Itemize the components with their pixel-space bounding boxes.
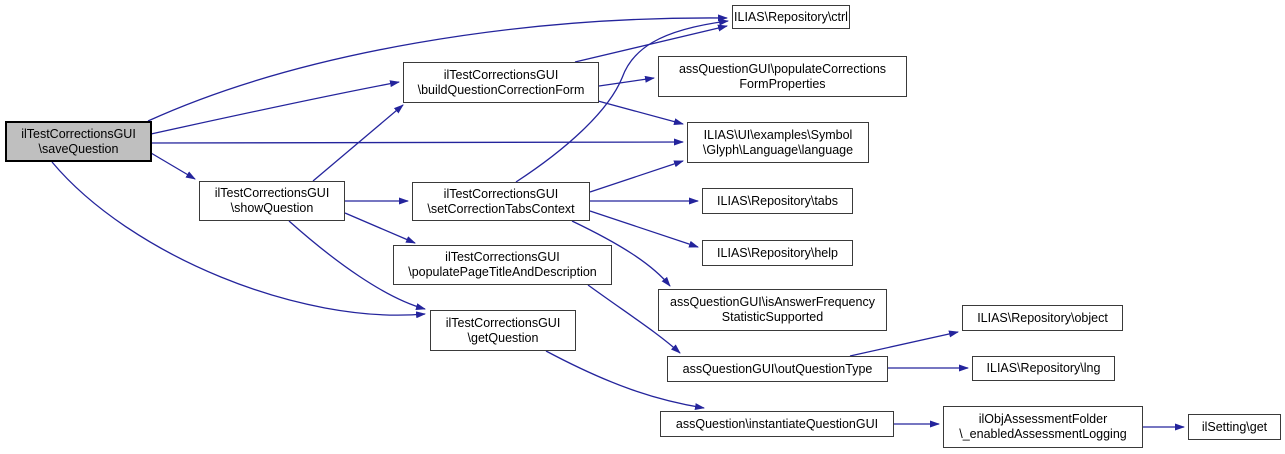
node-instantiate-question-gui[interactable]: assQuestion\instantiateQuestionGUI (660, 411, 894, 437)
edge-get-question-to-instantiate-question-gui (545, 350, 705, 411)
node-out-question-type[interactable]: assQuestionGUI\outQuestionType (667, 356, 888, 382)
edge-show-question-to-populate-page-title-and-description (344, 212, 416, 244)
edge-save-question-to-build-question-correction-form (150, 80, 400, 135)
node-set-correction-tabs-context[interactable]: ilTestCorrectionsGUI \setCorrectionTabsC… (412, 182, 590, 221)
node-repository-tabs[interactable]: ILIAS\Repository\tabs (702, 188, 853, 214)
edge-show-question-to-build-question-correction-form (312, 104, 404, 182)
node-repository-help[interactable]: ILIAS\Repository\help (702, 240, 853, 266)
edge-save-question-to-get-question (51, 161, 426, 319)
node-is-answer-frequency-statistic-supported[interactable]: assQuestionGUI\isAnswerFrequency Statist… (658, 289, 887, 331)
node-save-question: ilTestCorrectionsGUI \saveQuestion (5, 121, 152, 162)
edge-build-question-correction-form-to-populate-corrections-form-properties (598, 75, 655, 87)
edge-save-question-to-glyph-language (150, 138, 684, 146)
node-build-question-correction-form[interactable]: ilTestCorrectionsGUI \buildQuestionCorre… (403, 62, 599, 103)
edge-out-question-type-to-repository-object (849, 330, 959, 357)
edge-save-question-to-show-question (150, 152, 196, 180)
edge-set-correction-tabs-context-to-glyph-language (589, 160, 684, 193)
edge-set-correction-tabs-context-to-is-answer-frequency-statistic-supported (571, 220, 671, 287)
edge-build-question-correction-form-to-glyph-language (597, 100, 684, 126)
node-glyph-language[interactable]: ILIAS\UI\examples\Symbol \Glyph\Language… (687, 122, 869, 163)
node-repository-object[interactable]: ILIAS\Repository\object (962, 305, 1123, 331)
node-get-question[interactable]: ilTestCorrectionsGUI \getQuestion (430, 310, 576, 351)
node-enabled-assessment-logging[interactable]: ilObjAssessmentFolder \_enabledAssessmen… (943, 406, 1143, 448)
node-repository-lng[interactable]: ILIAS\Repository\lng (972, 356, 1115, 381)
edge-populate-page-title-and-description-to-out-question-type (587, 284, 681, 354)
edge-save-question-to-repository-ctrl (147, 14, 728, 122)
edge-show-question-to-get-question (288, 220, 426, 310)
node-ilsetting-get[interactable]: ilSetting\get (1188, 414, 1281, 440)
node-populate-page-title-and-description[interactable]: ilTestCorrectionsGUI \populatePageTitleA… (393, 245, 612, 285)
edge-set-correction-tabs-context-to-repository-ctrl (515, 18, 729, 183)
node-repository-ctrl[interactable]: ILIAS\Repository\ctrl (732, 5, 850, 29)
node-show-question[interactable]: ilTestCorrectionsGUI \showQuestion (199, 181, 345, 221)
edge-set-correction-tabs-context-to-repository-help (589, 210, 699, 248)
node-populate-corrections-form-properties[interactable]: assQuestionGUI\populateCorrections FormP… (658, 56, 907, 97)
